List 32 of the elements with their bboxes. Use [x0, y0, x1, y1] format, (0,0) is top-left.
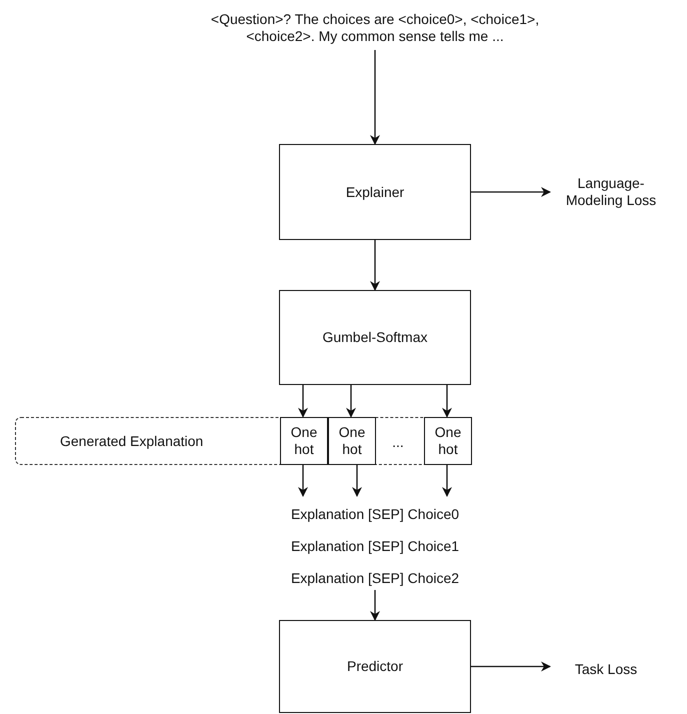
ellipsis-label: ... [391, 433, 405, 452]
box-label: Explainer [346, 184, 404, 200]
arrow [298, 385, 308, 418]
box-label: One hot [434, 424, 462, 458]
box-label: Gumbel-Softmax [322, 329, 428, 346]
process-box [279, 620, 471, 713]
text-label: Explanation [SEP] Choice2 [290, 570, 460, 586]
arrow [352, 464, 362, 497]
box-label: One hot [338, 424, 366, 458]
arrow [298, 464, 308, 497]
process-box [279, 144, 471, 240]
arrow [370, 590, 380, 621]
text-label: Explanation [SEP] Choice0 [290, 506, 460, 522]
arrow [442, 385, 452, 418]
box-label: One hot [290, 424, 318, 458]
box-label: Predictor [346, 658, 404, 675]
dashed-group-region [15, 417, 472, 465]
arrow [346, 385, 356, 418]
text-label: Task Loss [574, 660, 638, 678]
process-box [424, 416, 472, 465]
text-label: Explanation [SEP] Choice1 [290, 538, 460, 554]
arrow [471, 662, 551, 672]
arrow [370, 50, 380, 145]
text-label: Language-Modeling Loss [564, 175, 658, 209]
box-label: Generated Explanation [60, 432, 204, 450]
arrow [442, 464, 452, 497]
process-box [279, 290, 471, 385]
arrow [471, 187, 551, 197]
process-box [280, 416, 328, 465]
process-box [328, 416, 376, 465]
arrow [370, 240, 380, 291]
text-label: <Question>? The choices are <choice0>, <choice1>, <choice2>. My common sense tells me ... [210, 11, 540, 45]
